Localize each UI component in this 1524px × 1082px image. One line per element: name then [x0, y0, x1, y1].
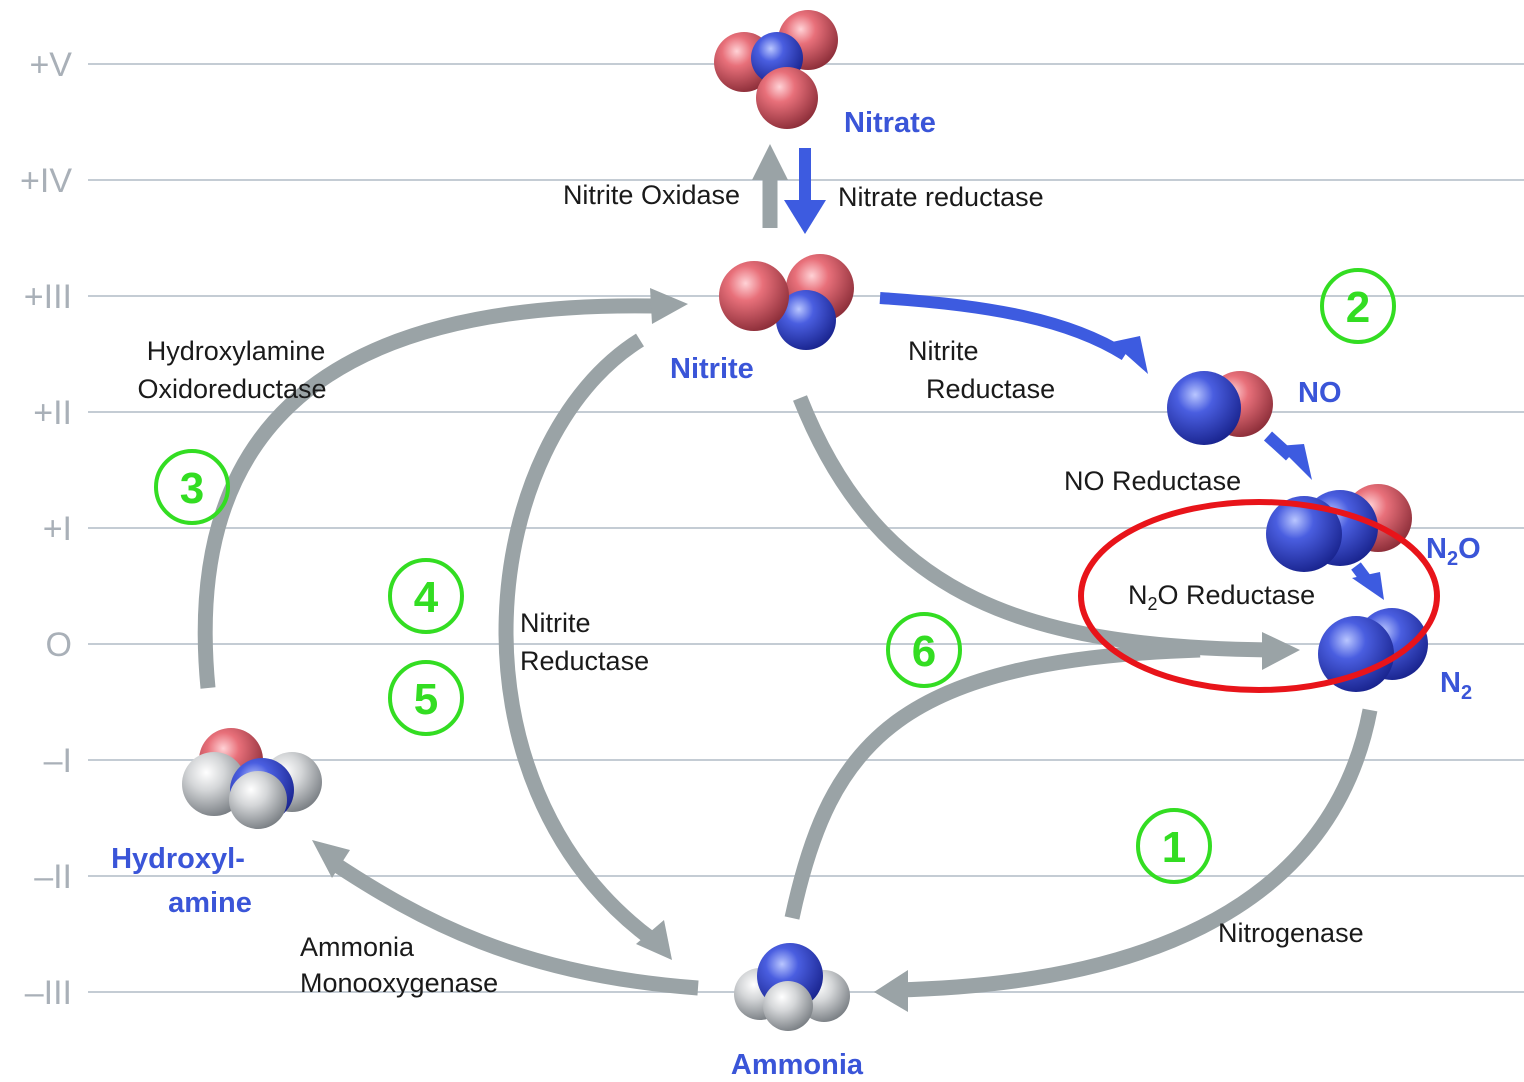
- label-no: NO: [1298, 377, 1342, 409]
- arrow-head-icon: [1262, 632, 1300, 670]
- label-hydroxylamine: Hydroxyl-: [111, 843, 245, 875]
- label-hydroxylamine-oxidoreductase: Hydroxylamine: [147, 336, 326, 366]
- label-ammonia-monooxygenase: Ammonia: [300, 932, 415, 962]
- step-badge-1: 1: [1136, 808, 1212, 884]
- label-n2: N2: [1440, 667, 1472, 704]
- label-hydroxylamine: amine: [168, 887, 252, 919]
- arrow-head-icon: [650, 288, 688, 324]
- blue-arrow-heads: [784, 200, 1384, 600]
- arrow-n2-to-ammonia: [894, 708, 1378, 998]
- step-badge-2: 2: [1320, 268, 1396, 344]
- label-nitrite: Nitrite: [670, 353, 754, 385]
- step-badge-3: 3: [154, 449, 230, 525]
- level-label: O: [46, 626, 72, 664]
- arrow-head-icon: [636, 920, 672, 960]
- label-n2o-reductase: N2O Reductase: [1128, 580, 1315, 614]
- label-hydroxylamine-oxidoreductase: Oxidoreductase: [137, 374, 326, 404]
- arrow-nitrite-to-no: [879, 292, 1129, 361]
- atom-sphere-icon: [719, 261, 789, 331]
- svg-text:3: 3: [180, 464, 204, 513]
- svg-text:6: 6: [912, 627, 936, 676]
- label-nitrite-reductase-top: Reductase: [926, 374, 1055, 404]
- level-label: +I: [43, 510, 72, 548]
- arrow-ammonia-to-hydroxylamine: [327, 855, 699, 996]
- oxidation-level-labels: +V +IV +III +II +I O –I –II –III: [20, 46, 72, 1012]
- svg-text:5: 5: [414, 675, 438, 724]
- gray-arrow-heads: [312, 144, 1300, 1012]
- step-badges: 1 2 3 4 5 6: [154, 268, 1396, 884]
- step-badge-4: 4: [388, 558, 464, 634]
- label-no-reductase: NO Reductase: [1064, 466, 1241, 496]
- arrow-head-icon: [312, 840, 350, 878]
- level-label: +III: [24, 278, 72, 316]
- arrow-head-icon: [752, 144, 788, 180]
- atom-sphere-icon: [756, 67, 818, 129]
- step-badge-6: 6: [886, 612, 962, 688]
- arrow-head-icon: [1278, 444, 1312, 480]
- highlight-ellipse-icon: [1078, 499, 1440, 693]
- molecule-no: [1167, 371, 1273, 445]
- label-nitrate-reductase: Nitrate reductase: [838, 182, 1044, 212]
- svg-text:4: 4: [414, 573, 439, 622]
- atom-sphere-icon: [1318, 616, 1394, 692]
- step-badge-5: 5: [388, 660, 464, 736]
- atom-sphere-icon: [229, 771, 287, 829]
- label-nitrite-reductase-mid: Reductase: [520, 646, 649, 676]
- level-label: –I: [44, 742, 72, 780]
- arrow-head-icon: [874, 970, 908, 1012]
- label-n2o: N2O: [1426, 533, 1481, 570]
- molecule-n2o: [1266, 484, 1412, 572]
- molecule-ammonia: [734, 943, 850, 1031]
- arrow-nitrite-to-ammonia: [498, 333, 655, 944]
- molecule-hydroxylamine: [182, 728, 322, 829]
- label-nitrite-oxidase: Nitrite Oxidase: [563, 180, 740, 210]
- atom-sphere-icon: [1266, 496, 1342, 572]
- level-label: –II: [34, 858, 72, 896]
- svg-text:1: 1: [1162, 823, 1186, 872]
- arrow-ammonia-to-n2: [784, 642, 1201, 920]
- level-label: +V: [29, 46, 72, 84]
- arrow-head-icon: [784, 200, 826, 234]
- gray-arrows: [197, 178, 1378, 998]
- arrow-hydroxylamine-to-nitrite: [197, 298, 656, 689]
- atom-sphere-icon: [1167, 371, 1241, 445]
- label-nitrite-reductase-top: Nitrite: [908, 336, 979, 366]
- level-label: +IV: [20, 162, 72, 200]
- level-label: +II: [33, 394, 72, 432]
- atom-sphere-icon: [776, 290, 836, 350]
- level-label: –III: [25, 974, 72, 1012]
- molecule-n2: [1318, 608, 1428, 692]
- label-nitrite-reductase-mid: Nitrite: [520, 608, 591, 638]
- label-nitrate: Nitrate: [844, 107, 936, 139]
- molecule-nitrite: [719, 254, 854, 350]
- atom-sphere-icon: [763, 981, 813, 1031]
- label-ammonia-monooxygenase: Monooxygenase: [300, 968, 498, 998]
- arrow-head-icon: [1352, 572, 1384, 600]
- label-nitrogenase: Nitrogenase: [1218, 918, 1364, 948]
- label-ammonia: Ammonia: [731, 1049, 864, 1081]
- svg-text:2: 2: [1346, 283, 1370, 332]
- molecule-nitrate: [714, 10, 838, 129]
- arrow-head-icon: [1112, 336, 1148, 374]
